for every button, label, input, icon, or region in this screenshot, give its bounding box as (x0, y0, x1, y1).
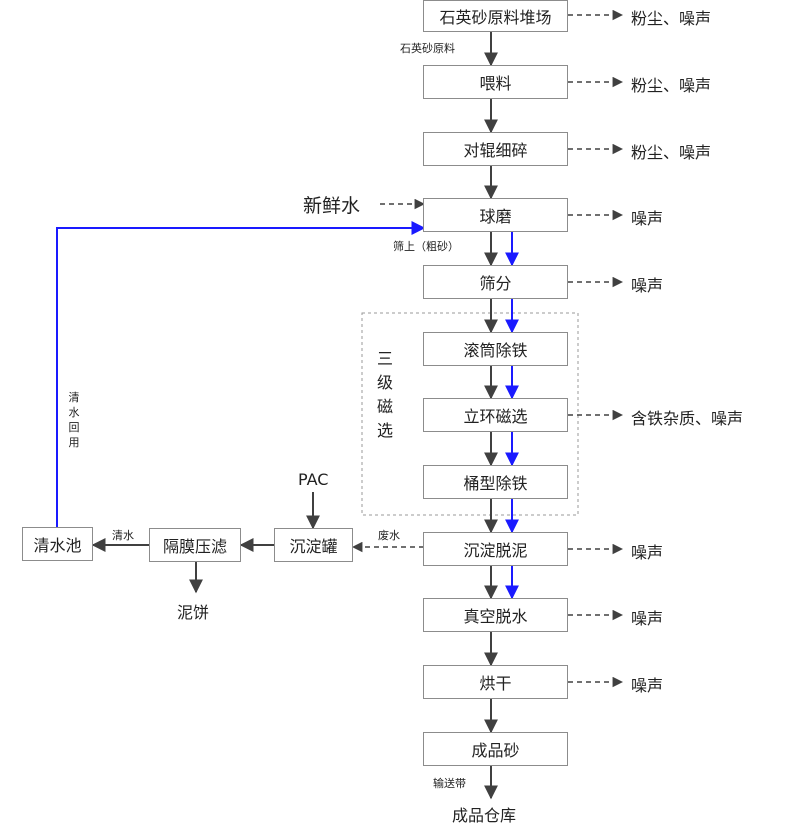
magnetic-group-frame (361, 312, 579, 516)
emission-crush: 粉尘、噪声 (631, 143, 712, 162)
reuse-char-2: 水 (68, 406, 80, 419)
waste-water-label: 废水 (378, 529, 400, 542)
emission-screen: 噪声 (631, 276, 664, 295)
clear-pool-box: 清水池 (22, 527, 93, 561)
mud-cake-label: 泥饼 (177, 603, 210, 622)
emission-dry: 噪声 (631, 676, 664, 695)
roll-crush-box: 对辊细碎 (423, 132, 568, 166)
emission-mill: 噪声 (631, 209, 664, 228)
raw-material-label: 石英砂原料 (400, 42, 455, 55)
group-char-2: 级 (376, 373, 393, 392)
emission-yard: 粉尘、噪声 (631, 9, 712, 28)
reuse-char-4: 用 (68, 436, 80, 449)
reuse-char-3: 回 (68, 421, 80, 434)
group-char-1: 三 (376, 349, 393, 368)
feeding-box: 喂料 (423, 65, 568, 99)
settle-tank-box: 沉淀罐 (274, 528, 353, 562)
clear-water-return-line (56, 221, 426, 527)
emission-vacuum: 噪声 (631, 609, 664, 628)
vacuum-dewater-box: 真空脱水 (423, 598, 568, 632)
fresh-water-label: 新鲜水 (303, 195, 361, 217)
group-char-4: 选 (376, 421, 393, 440)
vertical-ring-box: 立环磁选 (423, 398, 568, 432)
ball-mill-box: 球磨 (423, 198, 568, 232)
reuse-char-1: 清 (68, 391, 80, 404)
group-char-3: 磁 (376, 397, 393, 416)
screening-box: 筛分 (423, 265, 568, 299)
water-reuse-label: 清 水 回 用 (68, 390, 80, 450)
emission-settle: 噪声 (631, 543, 664, 562)
pac-label: PAC (298, 470, 329, 489)
drying-box: 烘干 (423, 665, 568, 699)
product-store-label: 成品仓库 (452, 806, 517, 825)
barrel-iron-box: 桶型除铁 (423, 465, 568, 499)
magnetic-group-label: 三 级 磁 选 (376, 347, 394, 443)
emission-feeding: 粉尘、噪声 (631, 76, 712, 95)
diaphragm-press-box: 隔膜压滤 (149, 528, 241, 562)
conveyor-label: 输送带 (433, 777, 466, 790)
clear-water-label: 清水 (112, 529, 134, 542)
quartz-yard-box: 石英砂原料堆场 (423, 0, 568, 32)
settle-desilt-box: 沉淀脱泥 (423, 532, 568, 566)
drum-iron-box: 滚筒除铁 (423, 332, 568, 366)
oversize-label: 筛上（粗砂） (393, 240, 459, 253)
emission-ring: 含铁杂质、噪声 (631, 409, 744, 428)
product-sand-box: 成品砂 (423, 732, 568, 766)
